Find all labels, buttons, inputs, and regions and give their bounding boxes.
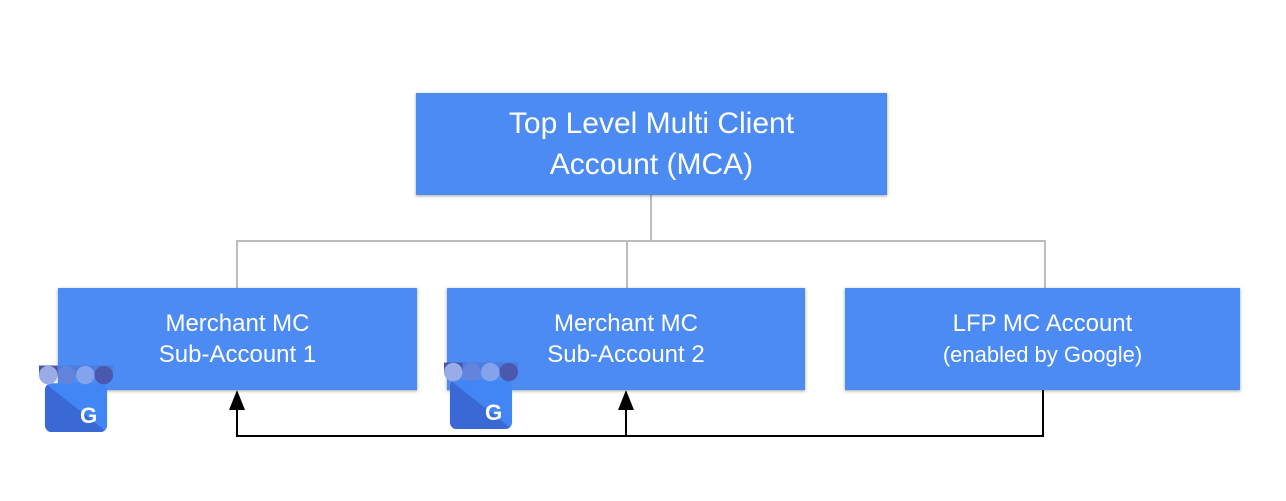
node-sub1-line1: Merchant MC (165, 310, 310, 337)
arrow-up-to-sub1 (236, 409, 238, 437)
business-storefront-icon (39, 365, 113, 434)
connector-drop-sub1 (236, 241, 238, 288)
connector-root-stem (650, 195, 652, 241)
arrow-up-to-sub2 (625, 409, 627, 437)
connector-horizontal-bus (236, 240, 1046, 242)
node-lfp-line2: (enabled by Google) (942, 342, 1143, 367)
node-merchant-sub-account-1: Merchant MC Sub-Account 1 (58, 288, 417, 390)
arrowhead-up-sub1-icon (229, 390, 245, 410)
arrow-horizontal-bus (236, 435, 1044, 437)
node-top-level-mca: Top Level Multi Client Account (MCA) (416, 93, 887, 195)
node-lfp-line1: LFP MC Account (952, 310, 1133, 337)
node-sub2-line1: Merchant MC (553, 310, 699, 337)
arrowhead-up-sub2-icon (618, 390, 634, 410)
node-top-level-mca-line1: Top Level Multi Client (508, 107, 795, 140)
connector-drop-lfp (1044, 241, 1046, 288)
node-lfp-mc-account: LFP MC Account (enabled by Google) (845, 288, 1240, 390)
node-sub1-line2: Sub-Account 1 (158, 341, 317, 368)
business-storefront-icon (444, 362, 518, 431)
node-top-level-mca-line2: Account (MCA) (549, 148, 754, 181)
node-sub2-line2: Sub-Account 2 (547, 341, 705, 368)
arrow-lfp-stem (1042, 390, 1044, 437)
connector-drop-sub2 (626, 241, 628, 288)
